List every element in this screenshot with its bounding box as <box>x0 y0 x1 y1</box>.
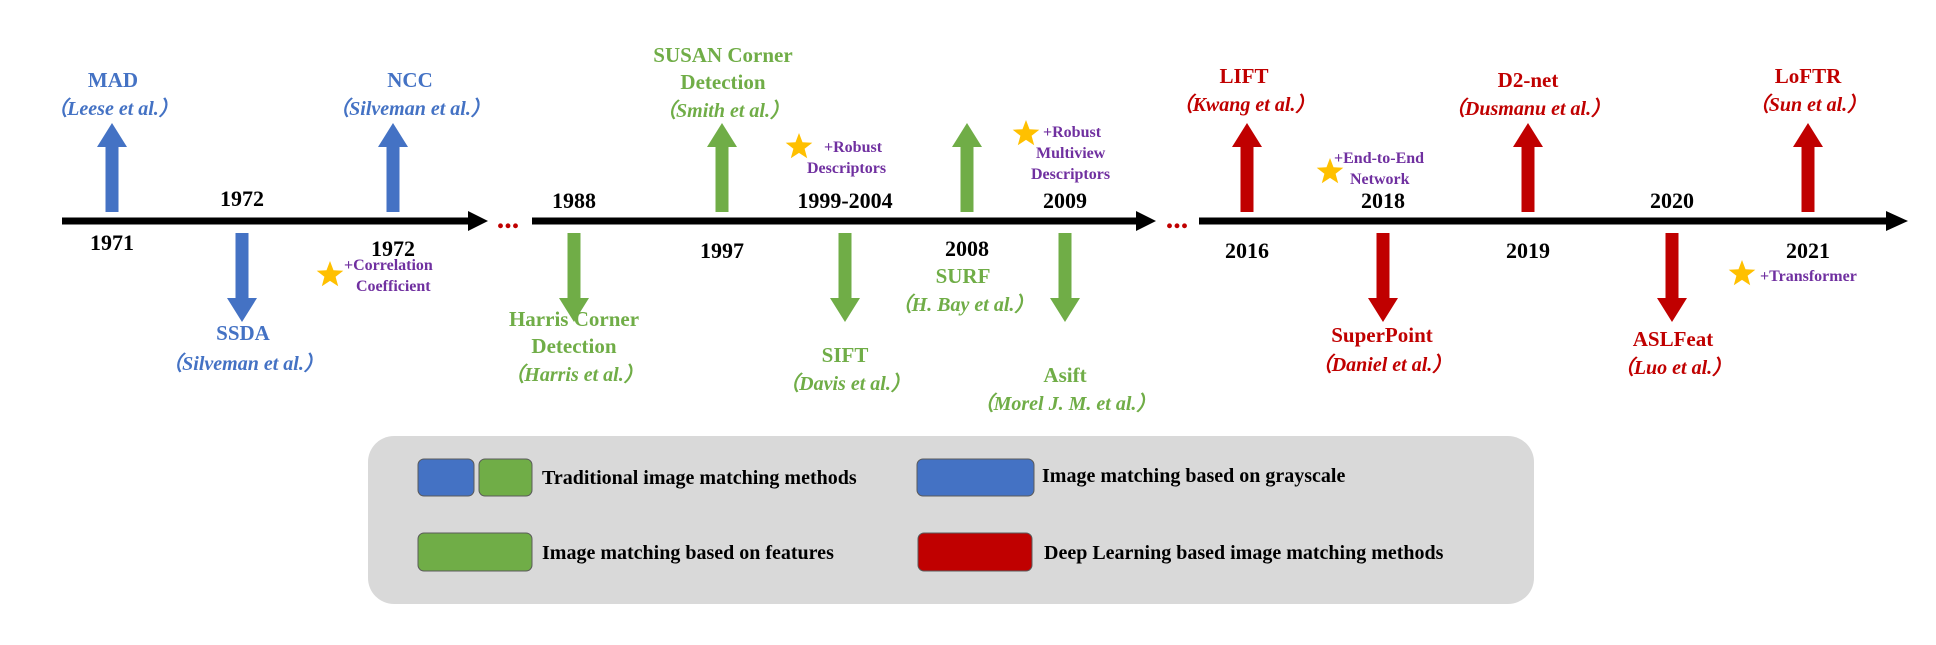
axis-ellipsis-1: ... <box>497 202 520 235</box>
event-arrow-susan <box>707 123 737 212</box>
event-method-lift: LIFT <box>1219 64 1268 88</box>
event-arrow-ncc <box>378 123 408 212</box>
event-arrow-surf <box>952 123 982 212</box>
event-year-ssda: 1972 <box>220 186 264 211</box>
event-year-lift: 2016 <box>1225 238 1269 263</box>
timeline-axis: ... ... <box>62 202 1908 235</box>
event-method-aslfeat: ASLFeat <box>1633 327 1714 351</box>
event-author-d2net: （Dusmanu et al.） <box>1445 97 1611 120</box>
event-arrow-ssda <box>227 233 257 322</box>
axis-arrowhead-3 <box>1886 211 1908 231</box>
event-year-d2net: 2019 <box>1506 238 1550 263</box>
event-mad: 1971 MAD （Leese et al.） <box>47 68 179 255</box>
event-author-harris: （Harris et al.） <box>504 363 643 386</box>
event-year-mad: 1971 <box>90 230 134 255</box>
event-arrow-sift <box>830 233 860 322</box>
event-year-aslfeat: 2020 <box>1650 188 1694 213</box>
event-method-mad: MAD <box>88 68 138 92</box>
event-author-aslfeat: （Luo et al.） <box>1614 356 1732 379</box>
event-year-harris: 1988 <box>552 188 596 213</box>
star-icon <box>1728 260 1756 286</box>
event-author-lift: （Kwang et al.） <box>1173 93 1316 116</box>
event-author-superpoint: （Daniel et al.） <box>1312 353 1453 376</box>
legend-item-features: Image matching based on features <box>417 532 834 572</box>
legend-swatch-features <box>478 458 533 497</box>
event-method-ssda: SSDA <box>216 321 271 345</box>
event-year-loftr: 2021 <box>1786 238 1830 263</box>
legend-label-deep: Deep Learning based image matching metho… <box>1044 542 1444 564</box>
event-author-surf: （H. Bay et al.） <box>892 293 1035 316</box>
star-icon <box>316 261 344 287</box>
axis-ellipsis-2: ... <box>1166 202 1189 235</box>
event-arrow-harris <box>559 233 589 322</box>
event-method-d2net: D2-net <box>1498 68 1559 92</box>
event-lift: 2016 LIFT （Kwang et al.） <box>1173 64 1316 263</box>
event-loftr: 2021 LoFTR （Sun et al.） +Transformer <box>1728 64 1867 286</box>
event-author-mad: （Leese et al.） <box>47 97 179 120</box>
event-method-ncc: NCC <box>387 68 433 92</box>
legend-item-grayscale: Image matching based on grayscale <box>916 458 1345 497</box>
event-author-asift: （Morel J. M. et al.） <box>974 392 1157 415</box>
legend-swatch-grayscale <box>916 458 1035 497</box>
event-author-sift: （Davis et al.） <box>779 372 911 395</box>
event-method-superpoint: SuperPoint <box>1331 323 1433 347</box>
event-method-asift: Asift <box>1043 363 1086 387</box>
legend-label-traditional: Traditional image matching methods <box>542 467 857 489</box>
event-arrow-loftr <box>1793 123 1823 212</box>
legend-swatch-grayscale <box>417 458 475 497</box>
legend-item-deep: Deep Learning based image matching metho… <box>917 532 1444 572</box>
legend-item-traditional: Traditional image matching methods <box>417 458 857 497</box>
event-year-asift: 2009 <box>1043 188 1087 213</box>
event-author-loftr: （Sun et al.） <box>1749 93 1867 116</box>
event-arrow-mad <box>97 123 127 212</box>
event-author-ssda: （Silveman et al.） <box>162 352 324 375</box>
event-year-sift: 1999-2004 <box>797 188 892 213</box>
axis-arrowhead-2 <box>1136 211 1156 231</box>
event-arrow-lift <box>1232 123 1262 212</box>
event-author-ncc: （Silveman et al.） <box>329 97 491 120</box>
event-method-sift: SIFT <box>822 343 869 367</box>
event-method-loftr: LoFTR <box>1775 64 1842 88</box>
star-icon <box>1012 120 1040 146</box>
event-year-susan: 1997 <box>700 238 744 263</box>
event-year-surf: 2008 <box>945 236 989 261</box>
event-d2net: 2019 D2-net （Dusmanu et al.） <box>1445 68 1611 263</box>
star-icon <box>785 133 813 159</box>
legend-swatch-deep <box>917 532 1033 572</box>
event-year-ncc: 1972 <box>371 236 415 261</box>
legend-background <box>368 436 1534 604</box>
legend-label-features: Image matching based on features <box>542 542 834 564</box>
event-arrow-asift <box>1050 233 1080 322</box>
event-note-loftr: +Transformer <box>1760 268 1857 285</box>
legend-swatch-features <box>417 532 533 572</box>
axis-arrowhead-1 <box>468 211 488 231</box>
event-arrow-d2net <box>1513 123 1543 212</box>
star-icon <box>1316 158 1344 184</box>
event-arrow-superpoint <box>1368 233 1398 322</box>
event-year-superpoint: 2018 <box>1361 188 1405 213</box>
event-method-surf: SURF <box>936 264 991 288</box>
legend-label-grayscale: Image matching based on grayscale <box>1042 465 1345 487</box>
event-arrow-aslfeat <box>1657 233 1687 322</box>
event-author-susan: （Smith et al.） <box>656 99 790 122</box>
